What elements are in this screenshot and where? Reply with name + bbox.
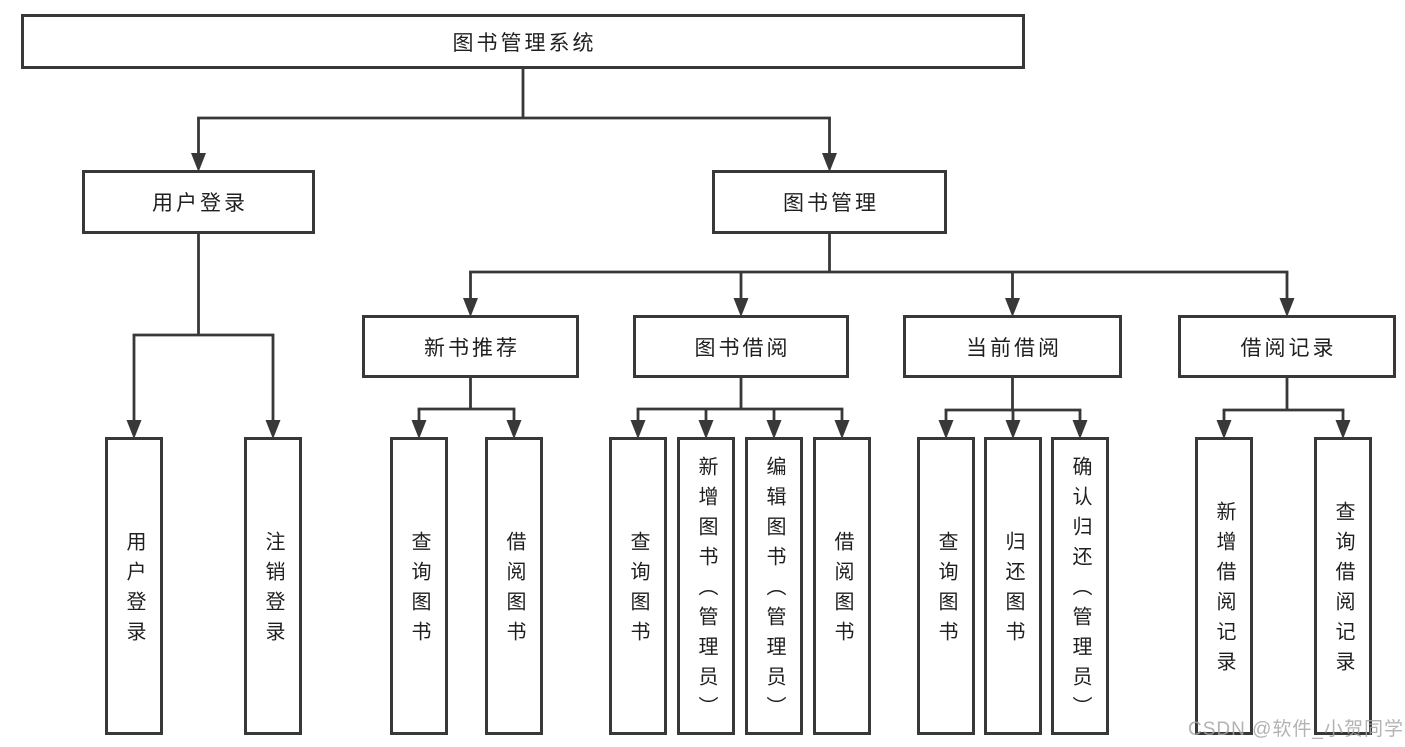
node-label-leaf-query-book-2: 查询图书 [627, 531, 649, 651]
arrowhead-icon [630, 420, 646, 439]
node-leaf-return-book: 归还图书 [984, 437, 1042, 735]
node-leaf-confirm-return: 确认归还（管理员） [1051, 437, 1109, 735]
node-leaf-logout: 注销登录 [244, 437, 302, 735]
node-label-borrow-records: 借阅记录 [1240, 336, 1337, 360]
arrowhead-icon [1216, 420, 1232, 439]
node-label-leaf-query-borrow-record: 查询借阅记录 [1332, 501, 1354, 681]
arrowhead-icon [938, 420, 954, 439]
node-book-borrow: 图书借阅 [633, 315, 849, 378]
node-root: 图书管理系统 [21, 14, 1025, 69]
arrowhead-icon [506, 420, 522, 439]
node-new-book-rec: 新书推荐 [362, 315, 579, 378]
node-label-book-mgmt: 图书管理 [783, 192, 879, 215]
arrowhead-icon [411, 420, 427, 439]
arrowhead-icon [1005, 420, 1021, 439]
node-label-current-borrow: 当前借阅 [966, 336, 1062, 360]
arrowhead-icon [265, 420, 281, 439]
node-label-leaf-return-book: 归还图书 [1002, 531, 1024, 651]
arrowhead-icon [733, 298, 749, 317]
arrowhead-icon [822, 153, 837, 172]
node-label-root: 图书管理系统 [452, 31, 597, 55]
node-label-new-book-rec: 新书推荐 [424, 336, 520, 360]
node-label-leaf-add-book: 新增图书（管理员） [695, 456, 717, 726]
arrowhead-icon [1005, 298, 1020, 317]
arrowhead-icon [191, 153, 206, 172]
watermark: CSDN @软件_小贺同学 [1188, 719, 1404, 740]
node-leaf-query-book-1: 查询图书 [390, 437, 448, 735]
arrowhead-icon [698, 420, 714, 439]
node-leaf-query-book-2: 查询图书 [609, 437, 667, 735]
arrowhead-icon [1072, 420, 1088, 439]
arrowhead-icon [834, 420, 850, 439]
node-borrow-records: 借阅记录 [1178, 315, 1396, 378]
node-leaf-borrow-book-1: 借阅图书 [485, 437, 543, 735]
node-user-login: 用户登录 [82, 170, 315, 234]
node-leaf-add-book: 新增图书（管理员） [677, 437, 735, 735]
node-label-leaf-user-login: 用户登录 [123, 531, 145, 651]
arrowhead-icon [1335, 420, 1351, 439]
node-label-leaf-query-book-1: 查询图书 [408, 531, 430, 651]
node-label-leaf-confirm-return: 确认归还（管理员） [1069, 456, 1091, 726]
arrowhead-icon [463, 298, 478, 317]
arrowhead-icon [766, 420, 782, 439]
node-label-leaf-borrow-book-2: 借阅图书 [831, 531, 853, 651]
node-current-borrow: 当前借阅 [903, 315, 1122, 378]
node-leaf-add-borrow-record: 新增借阅记录 [1195, 437, 1253, 735]
node-label-leaf-borrow-book-1: 借阅图书 [503, 531, 525, 651]
node-label-user-login: 用户登录 [152, 192, 248, 215]
node-leaf-user-login: 用户登录 [105, 437, 163, 735]
node-label-leaf-edit-book: 编辑图书（管理员） [763, 456, 785, 726]
arrowhead-icon [126, 420, 142, 439]
node-label-leaf-logout: 注销登录 [262, 531, 284, 651]
node-book-mgmt: 图书管理 [712, 170, 947, 234]
node-label-book-borrow: 图书借阅 [694, 336, 791, 360]
node-leaf-edit-book: 编辑图书（管理员） [745, 437, 803, 735]
node-leaf-query-book-3: 查询图书 [917, 437, 975, 735]
node-label-leaf-query-book-3: 查询图书 [935, 531, 957, 651]
arrowhead-icon [1279, 298, 1295, 317]
node-leaf-query-borrow-record: 查询借阅记录 [1314, 437, 1372, 735]
node-label-leaf-add-borrow-record: 新增借阅记录 [1213, 501, 1235, 681]
node-leaf-borrow-book-2: 借阅图书 [813, 437, 871, 735]
